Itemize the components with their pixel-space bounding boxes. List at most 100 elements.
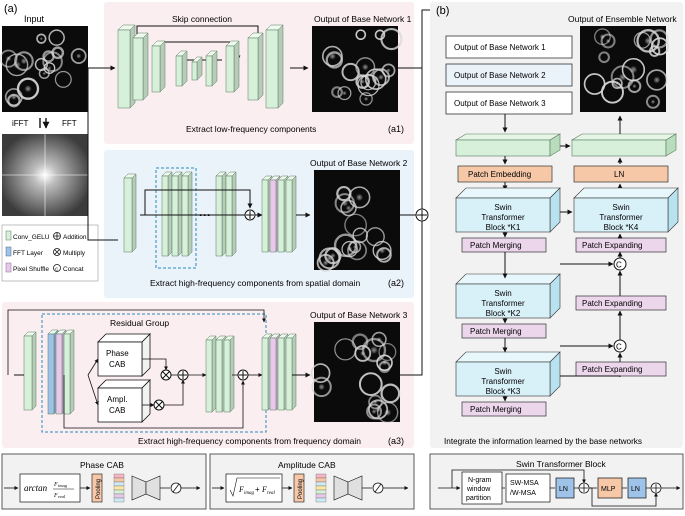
panel-a-label: (a) (4, 3, 17, 15)
cell-ring (376, 401, 399, 424)
svg-text:LN: LN (614, 170, 624, 179)
cell-ring (341, 62, 360, 82)
a2-block-1 (123, 173, 137, 253)
a2-output-title: Output of Base Network 2 (310, 158, 408, 168)
svg-text:Swin: Swin (494, 203, 511, 212)
swin-ln-1: LN (555, 477, 575, 499)
patch-expanding-2: Patch Expanding (575, 295, 667, 311)
residual-group-title: Residual Group (110, 318, 169, 328)
swin-ln-2: LN (627, 477, 647, 499)
cell-ring (359, 92, 373, 106)
svg-text:/W-MSA: /W-MSA (510, 490, 536, 497)
cell-core (383, 408, 392, 417)
cell-ring (365, 227, 385, 247)
cell-ring (7, 93, 21, 108)
cell-ring (600, 33, 616, 49)
svg-text:CAB: CAB (109, 360, 125, 369)
cell-ring (54, 70, 72, 88)
ensemble-input-2: Output of Base Network 2 (445, 63, 573, 87)
legend-fft-layer: FFT Layer (13, 250, 44, 257)
cell-core (371, 408, 377, 415)
cell-core (42, 71, 47, 76)
output-feature-slab (570, 133, 678, 157)
legend-multiply: Multiply (63, 250, 86, 257)
cell-ring (316, 253, 335, 272)
cell-ring (376, 247, 392, 263)
a3-output-title: Output of Base Network 3 (310, 310, 408, 320)
ifft-fft-arrows-icon (40, 118, 46, 128)
cell-core (341, 90, 347, 96)
cell-core (652, 76, 661, 84)
input-feature-slab (454, 133, 562, 157)
svg-text:Ampl.: Ampl. (107, 395, 127, 404)
svg-text:window: window (466, 486, 491, 493)
cell-core (355, 193, 364, 202)
cell-core (632, 83, 637, 89)
swin-mlp: MLP (597, 477, 623, 499)
cell-core (20, 57, 28, 65)
phase-pooling-label: Pooling (96, 479, 102, 499)
cell-ring (636, 29, 660, 53)
a2-block-10 (285, 175, 297, 253)
svg-text:F: F (53, 493, 58, 499)
cell-ring (372, 68, 390, 87)
svg-text:Phase: Phase (106, 349, 129, 358)
a3-block-11 (285, 333, 297, 411)
svg-text:Output of Base Network 3: Output of Base Network 3 (454, 99, 546, 108)
fft-spectrum-image (2, 134, 88, 216)
cell-ring (649, 29, 669, 49)
patch-merging-2: Patch Merging (461, 323, 547, 339)
ensemble-input-1: Output of Base Network 1 (445, 35, 573, 59)
cell-core (39, 36, 44, 41)
cell-ring (380, 27, 403, 51)
phase-formula: arctan (24, 483, 48, 493)
cell-core (5, 55, 12, 62)
a3-caption: Extract high-frequency components from f… (138, 436, 361, 446)
a2-tag: (a2) (388, 278, 404, 288)
ifft-label: iFFT (12, 119, 29, 128)
svg-text:Patch Merging: Patch Merging (470, 327, 522, 336)
svg-text:Block *K4: Block *K4 (604, 223, 639, 232)
cell-ring (366, 403, 383, 420)
svg-text:CAB: CAB (109, 406, 125, 415)
cell-ring (627, 79, 642, 94)
ln-block: LN (573, 165, 669, 183)
svg-text:Transformer: Transformer (599, 213, 643, 222)
a3-block-1 (23, 331, 37, 411)
cell-ring (336, 185, 352, 202)
cell-ring (378, 360, 391, 374)
amplitude-cab-title: Amplitude CAB (278, 460, 336, 470)
a3-block-7 (223, 335, 235, 413)
svg-text:Swin: Swin (612, 203, 629, 212)
a1-caption: Extract low-frequency components (186, 124, 316, 134)
cell-ring (36, 33, 47, 44)
ensemble-output-image (580, 26, 669, 112)
svg-text:Patch Expanding: Patch Expanding (582, 299, 643, 308)
cell-ring (334, 338, 357, 361)
cell-ring (598, 51, 610, 64)
cell-ring (42, 51, 63, 73)
svg-text:Patch Expanding: Patch Expanding (582, 365, 643, 374)
svg-text:LN: LN (631, 486, 640, 493)
svg-text:N-gram: N-gram (468, 477, 492, 484)
cell-ring (611, 77, 623, 90)
cell-ring (337, 86, 352, 101)
feature-bar (315, 477, 327, 483)
cell-ring (368, 394, 383, 410)
feature-bar (315, 497, 327, 503)
a3-output-image (310, 322, 401, 424)
input-image (0, 26, 88, 112)
svg-text:partition: partition (466, 495, 491, 502)
feature-bar (113, 485, 125, 491)
ensemble-output-title: Output of Ensemble Network (568, 14, 677, 24)
a2-block-5 (215, 171, 227, 257)
patch-merging-3: Patch Merging (461, 401, 547, 417)
a1-conv-block-4 (175, 50, 188, 87)
svg-text:C: C (616, 343, 622, 352)
legend: Conv_GELU Addition FFT Layer Multiply Pi… (1, 224, 99, 282)
a2-dashed-group (155, 167, 197, 269)
cell-core (605, 38, 611, 44)
svg-text:C: C (616, 261, 622, 270)
